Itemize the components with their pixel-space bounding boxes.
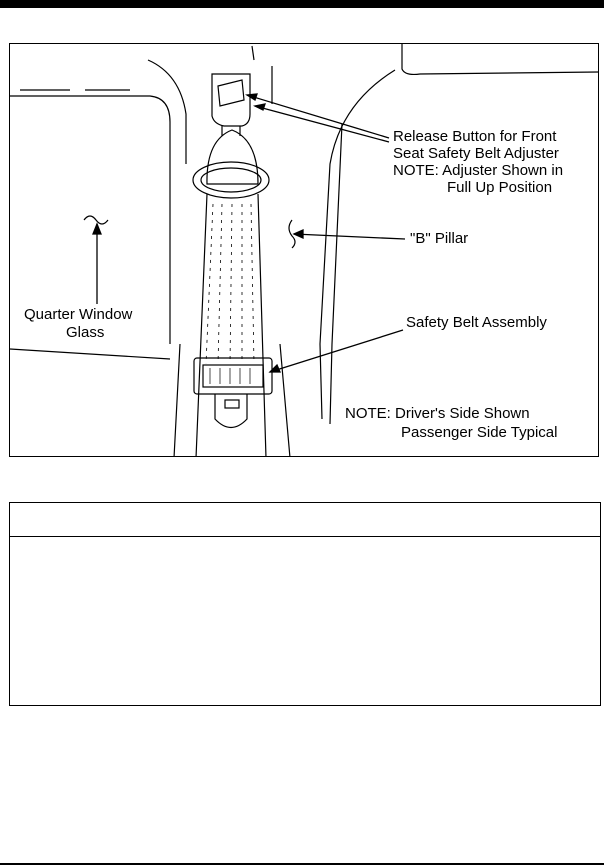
top-rule <box>0 0 604 8</box>
quarter-window-label-line1: Quarter Window <box>24 306 133 323</box>
notice-box <box>9 502 601 706</box>
belt-webbing <box>195 193 267 456</box>
seat-belt-figure: Release Button for Front Seat Safety Bel… <box>9 43 599 457</box>
release-button-label-line3: NOTE: Adjuster Shown in <box>393 162 564 179</box>
quarter-window-label-line2: Glass <box>66 324 105 341</box>
note-label-line1: NOTE: Driver's Side Shown <box>345 405 530 422</box>
b-pillar-label: "B" Pillar <box>410 230 469 247</box>
latch-plate <box>193 357 273 395</box>
bottom-rule <box>0 863 604 865</box>
release-button-label-line4: Full Up Position <box>447 179 553 196</box>
quarter-window-outline <box>10 95 171 344</box>
seat-belt-illustration <box>10 44 598 456</box>
safety-belt-assembly-label: Safety Belt Assembly <box>406 314 547 331</box>
release-button-label-line2: Seat Safety Belt Adjuster <box>393 145 559 162</box>
b-pillar-outline <box>401 44 598 76</box>
adjuster-button <box>211 73 251 127</box>
notice-header <box>10 503 600 537</box>
d-ring <box>192 161 270 199</box>
release-button-label-line1: Release Button for Front <box>393 128 557 145</box>
quarter-window-outline-inner <box>147 59 187 164</box>
note-label-line2: Passenger Side Typical <box>401 424 558 441</box>
